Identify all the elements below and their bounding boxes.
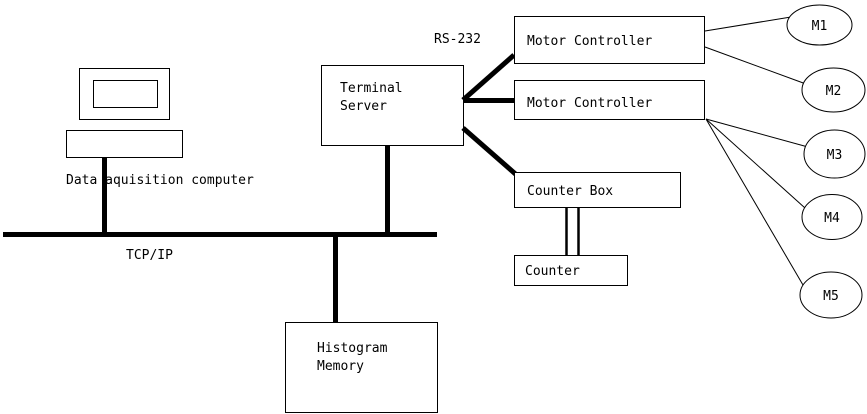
motor-m5-node[interactable] — [799, 271, 863, 319]
motor-controller-2-to-m4-link — [705, 118, 806, 209]
motor-controller-1-to-m1-link — [704, 16, 792, 32]
counter-box-label: Counter Box — [527, 184, 613, 199]
motor-controller-2-group[interactable]: Motor Controller — [514, 80, 705, 120]
motor-controller-2-to-m3-link — [705, 118, 809, 148]
motor-controller-1-group[interactable]: Motor Controller — [514, 16, 705, 64]
terminal-server-to-counter-box-link — [461, 126, 522, 180]
motor-m3-group[interactable]: M3 — [705, 118, 866, 179]
motor-m5-label: M5 — [823, 289, 839, 304]
counter-box-group[interactable]: Counter Box — [514, 172, 681, 208]
rs232-links-group: RS-232 — [434, 32, 522, 180]
motor-controller-2-box[interactable] — [514, 80, 705, 120]
motor-controller-2-to-m5-link — [705, 118, 804, 286]
terminal-server-label-line2: Server — [340, 99, 387, 114]
motor-m5-group[interactable]: M5 — [705, 118, 863, 319]
motor-m3-label: M3 — [827, 148, 843, 163]
motor-controller-1-to-m2-link — [704, 46, 807, 85]
motor-m4-group[interactable]: M4 — [705, 118, 863, 240]
data-acquisition-computer-label: Data aquisition computer — [66, 173, 254, 188]
motor-m2-node[interactable] — [801, 67, 866, 113]
motor-m4-label: M4 — [824, 211, 840, 226]
motor-m2-group[interactable]: M2 — [704, 46, 866, 113]
counter-box[interactable] — [514, 172, 681, 208]
counter-box-display[interactable] — [514, 255, 628, 286]
histogram-memory-label-line2: Memory — [317, 359, 364, 374]
computer-screen-icon — [93, 80, 158, 108]
motor-controller-1-box[interactable] — [514, 16, 705, 64]
data-acquisition-computer-group[interactable]: Data aquisition computer — [66, 68, 254, 237]
counter-group[interactable]: Counter — [514, 207, 628, 286]
motor-m1-group[interactable]: M1 — [704, 4, 853, 46]
terminal-server-label-line1: Terminal — [340, 81, 403, 96]
terminal-server-to-motor-controller-1-link — [461, 53, 516, 102]
histogram-memory-label-line1: Histogram — [317, 341, 388, 356]
tcpip-bus-label: TCP/IP — [126, 248, 173, 263]
motor-controller-2-label: Motor Controller — [527, 96, 652, 111]
computer-base-icon[interactable] — [66, 130, 183, 158]
histogram-memory-box[interactable] — [285, 322, 438, 413]
tcpip-bus-group: TCP/IP — [3, 232, 437, 263]
motor-m1-label: M1 — [812, 19, 828, 34]
motor-m2-label: M2 — [826, 84, 842, 99]
rs232-label: RS-232 — [434, 32, 481, 47]
motor-m1-node[interactable] — [786, 4, 853, 46]
histogram-memory-group[interactable]: Histogram Memory — [285, 233, 438, 413]
terminal-server-box[interactable] — [321, 65, 464, 146]
terminal-server-group[interactable]: Terminal Server — [321, 65, 464, 237]
motor-m4-node[interactable] — [801, 194, 863, 240]
motor-controller-1-label: Motor Controller — [527, 34, 652, 49]
counter-label: Counter — [525, 264, 580, 279]
motor-m3-node[interactable] — [803, 129, 866, 179]
